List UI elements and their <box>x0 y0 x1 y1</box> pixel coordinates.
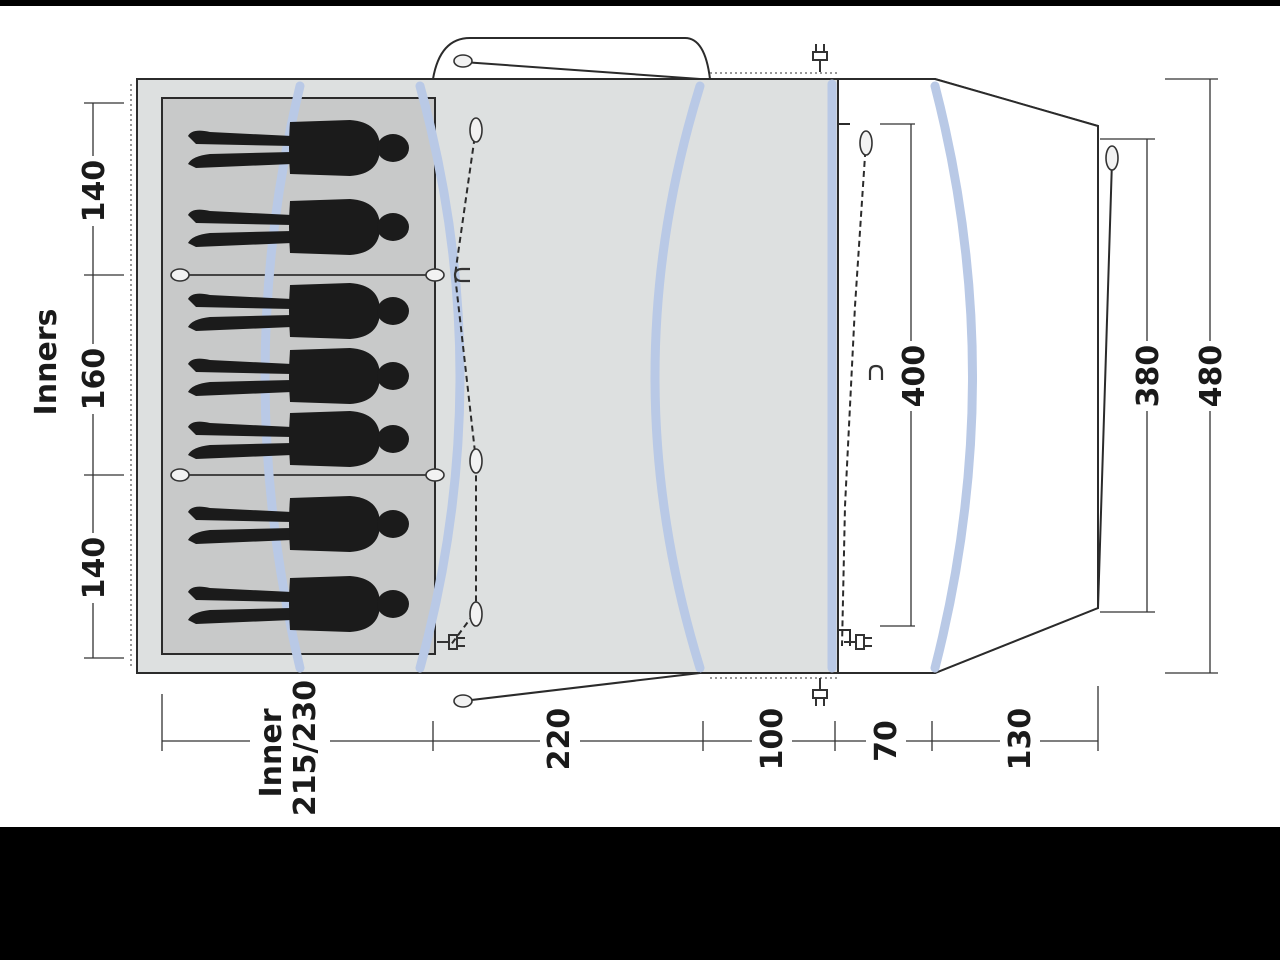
plug-icon <box>812 678 828 706</box>
pole-2 <box>415 81 465 673</box>
peg-icon <box>1105 145 1119 171</box>
guy-line-top <box>462 61 701 80</box>
person-silhouette-icon <box>188 283 409 339</box>
dim-left-top: 140 <box>77 160 112 223</box>
plug-icon <box>812 44 828 72</box>
electric-plug-icons <box>437 44 872 706</box>
plug-icon <box>437 634 465 650</box>
guy-line-front <box>841 140 867 647</box>
dim-front-width: 380 <box>1131 345 1166 408</box>
guy-line-bottom <box>462 672 701 702</box>
peg-icon <box>425 468 445 482</box>
peg-icon <box>453 54 473 68</box>
sleeping-people <box>188 120 409 632</box>
person-silhouette-icon <box>188 411 409 467</box>
dim-canopy: 70 <box>869 720 904 762</box>
peg-icon <box>469 117 483 143</box>
person-silhouette-icon <box>188 120 409 176</box>
peg-icon <box>469 601 483 627</box>
tent-floorplan: 140 160 140 Inners Inner 215/230 220 100… <box>0 6 1280 827</box>
magnet-icon <box>453 267 470 283</box>
peg-icon <box>859 130 873 156</box>
pole-5 <box>930 81 977 673</box>
pole-1 <box>260 81 305 673</box>
person-silhouette-icon <box>188 496 409 552</box>
peg-icon <box>170 268 190 282</box>
dim-inner-width: 400 <box>897 345 932 408</box>
person-silhouette-icon <box>188 348 409 404</box>
side-window-flap <box>432 37 711 80</box>
inners-label: Inners <box>29 309 64 416</box>
person-silhouette-icon <box>188 199 409 255</box>
dim-total-width: 480 <box>1194 345 1229 408</box>
guy-line-right <box>1097 160 1113 609</box>
pole-3 <box>650 81 705 673</box>
peg-icon <box>425 268 445 282</box>
person-silhouette-icon <box>188 576 409 632</box>
plug-icon <box>844 634 872 650</box>
peg-icon <box>469 448 483 474</box>
dim-front: 130 <box>1003 708 1038 771</box>
front-door-line-bottom <box>838 629 851 646</box>
letterbox-bar <box>0 827 1280 960</box>
peg-icon <box>170 468 190 482</box>
dim-living: 220 <box>542 708 577 771</box>
peg-icons <box>170 54 1119 708</box>
peg-icon <box>453 694 473 708</box>
dim-inner-value: 215/230 <box>288 680 323 816</box>
dim-left-bottom: 140 <box>77 537 112 600</box>
front-door-line <box>837 84 850 125</box>
dim-inner-label: Inner <box>254 708 289 797</box>
dim-left-middle: 160 <box>77 348 112 411</box>
floorplan-svg: 140 160 140 Inners Inner 215/230 220 100… <box>29 37 1229 816</box>
dim-porch: 100 <box>755 708 790 771</box>
magnet-icons <box>453 267 884 380</box>
magnet-icon <box>868 364 884 380</box>
